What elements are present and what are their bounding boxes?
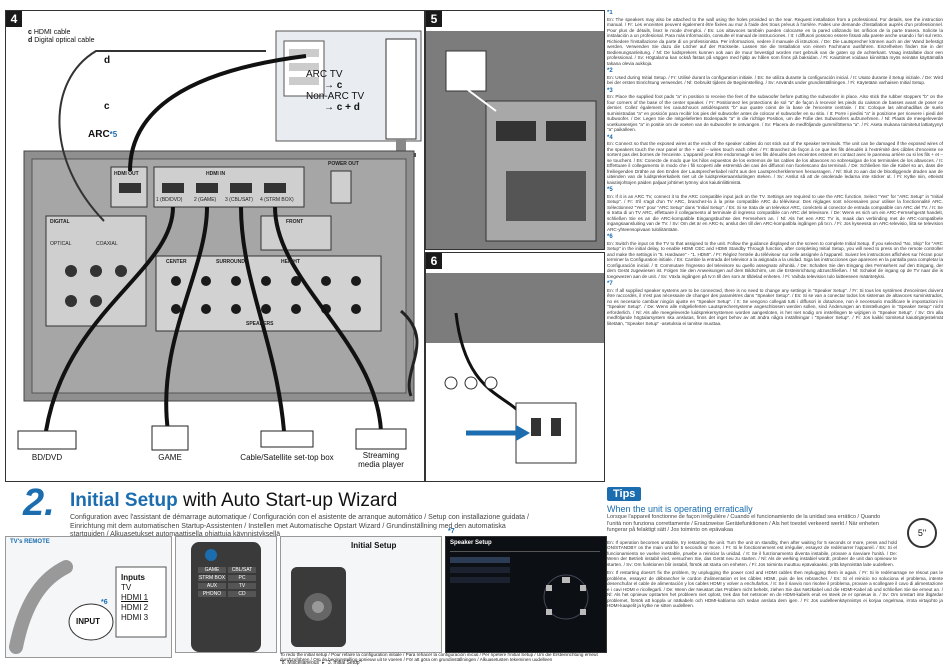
arc-tv-label: ARC TV → c Non-ARC TV → c + d [306, 69, 365, 113]
panel-4-connections: 4 c HDMI cable d Digital optical cable [5, 10, 425, 482]
hdmi-in-port-3: 3 (CBL/SAT) [225, 197, 253, 203]
surround-label: SURROUND [216, 259, 245, 265]
remote-btn-strm-box[interactable]: STRM BOX [198, 575, 226, 581]
device-streaming: Streaming media player [358, 451, 404, 469]
initial-setup-section: 2. Initial Setup with Auto Start-up Wiza… [5, 484, 607, 666]
hdmi-in-label: HDMI IN [206, 171, 226, 177]
remote-illustration [426, 31, 604, 249]
speaker-layout-icon [543, 574, 589, 620]
device-game: GAME [158, 453, 182, 462]
tips-body-2: En: If restarting doesn't fix the proble… [607, 570, 943, 608]
device-cable-sat: Cable/Satellite set-top box [240, 453, 334, 462]
panel-number: 5 [426, 11, 442, 27]
redo-instructions: To redo the initial setup / Pour refaire… [280, 652, 598, 662]
tips-badge: Tips [607, 487, 642, 501]
timer-icon: 5" [907, 518, 937, 548]
menu-path-2: "3. Initial Setup" [326, 660, 362, 666]
callout-c: c [104, 101, 110, 112]
remote-button-grid: GAME CBL/SAT STRM BOX PC AUX TV PHONO CD [198, 567, 258, 597]
note-6-marker: *6 [101, 599, 108, 606]
tips-section: Tips When the unit is operating erratica… [607, 484, 943, 664]
power-plug-illustration [426, 273, 604, 464]
panel-number: 4 [6, 11, 22, 27]
remote-btn-aux[interactable]: AUX [198, 583, 226, 589]
tv-remote-box: TV's REMOTE INPUT *6 Inputs TV HDMI 1 HD… [5, 536, 172, 658]
speaker-setup-screen: *7 Speaker Setup [445, 528, 607, 653]
inputs-title: Inputs [121, 573, 145, 582]
remote-btn-phono[interactable]: PHONO [198, 591, 226, 597]
input-item-hdmi-2[interactable]: HDMI 2 [121, 603, 149, 612]
hdmi-in-port-1: 1 (BD/DVD) [156, 197, 183, 203]
speaker-setup-header: Speaker Setup [450, 540, 492, 546]
input-item-hdmi-3[interactable]: HDMI 3 [121, 613, 149, 622]
input-item-hdmi-1[interactable]: HDMI 1 [121, 593, 149, 602]
center-label: CENTER [166, 259, 187, 265]
front-label: FRONT [286, 219, 304, 225]
power-out-label: POWER OUT [328, 161, 359, 167]
remote-btn-game[interactable]: GAME [198, 567, 226, 573]
hand-remote-illustration [291, 567, 346, 647]
remote-btn-cd[interactable]: CD [228, 591, 256, 597]
input-item-tv[interactable]: TV [121, 583, 132, 592]
callout-d: d [104, 55, 111, 66]
hdmi-in-port-2: 2 (GAME) [194, 197, 217, 203]
initial-setup-screen-box: Initial Setup [280, 536, 442, 653]
remote-btn-pc[interactable]: PC [228, 575, 256, 581]
tv-remote-label: TV's REMOTE [10, 539, 50, 545]
setup-subtitle: Configuration avec l'assistant de démarr… [70, 514, 529, 538]
arc-label: ARC*5 [88, 129, 118, 140]
speakers-label: SPEAKERS [246, 321, 274, 327]
digital-label: DIGITAL [50, 219, 70, 225]
coaxial-label: COAXIAL [96, 241, 118, 247]
panel-5-remote-setup: 5 [425, 10, 605, 250]
setup-title: Initial Setup with Auto Start-up Wizard [70, 490, 398, 511]
unit-remote-box: GAME CBL/SAT STRM BOX PC AUX TV PHONO CD [175, 536, 277, 653]
panel-number: 6 [426, 253, 442, 269]
connection-diagram [17, 30, 422, 451]
cable-legend: c HDMI cable d Digital optical cable [28, 29, 95, 44]
tips-heading: When the unit is operating erratically [607, 504, 753, 514]
tips-subheading: Lorsque l'appareil fonctionne de façon i… [607, 514, 881, 533]
step-number: 2. [23, 482, 55, 524]
remote-btn-cbl-sat[interactable]: CBL/SAT [228, 567, 256, 573]
height-label: HEIGHT [281, 259, 300, 265]
tv-remote-illustration [9, 560, 167, 654]
input-button[interactable]: INPUT [76, 617, 100, 626]
hdmi-in-port-4: 4 (STRM BOX) [260, 197, 294, 203]
note-7-marker: *7 [448, 528, 455, 535]
tips-body-1: En: If operation becomes unstable, try r… [607, 539, 897, 567]
setup-heading: 2. [23, 484, 55, 522]
menu-path-1: "8. Miscellaneous" [280, 660, 321, 666]
remote-btn-tv[interactable]: TV [228, 583, 256, 589]
optical-label: OPTICAL [50, 241, 72, 247]
inputs-menu: Inputs TV HDMI 1 HDMI 2 HDMI 3 [121, 573, 148, 623]
initial-setup-label: Initial Setup [351, 541, 397, 550]
device-bd-dvd: BD/DVD [31, 453, 63, 462]
hdmi-out-label: HDMI OUT [114, 171, 139, 177]
menu-path: "8. Miscellaneous" ▸ "3. Initial Setup" [280, 660, 362, 666]
panel-6-power: 6 [425, 252, 605, 482]
